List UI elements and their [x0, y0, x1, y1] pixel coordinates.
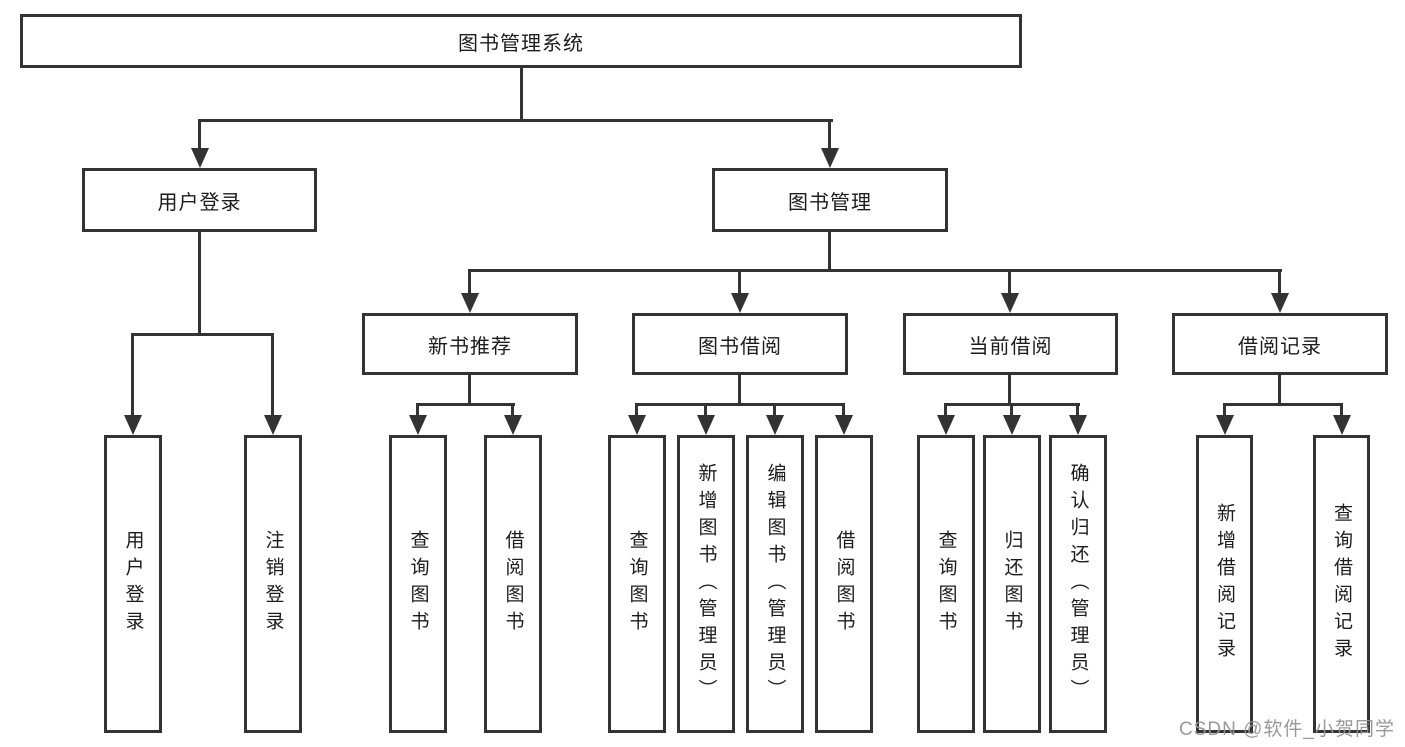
connector-vline	[1010, 403, 1013, 417]
connector-vline	[773, 403, 776, 417]
arrow-down-icon	[821, 148, 839, 168]
connector-vline	[1278, 269, 1281, 295]
connector-hline	[468, 269, 1282, 272]
connector-vline	[198, 119, 201, 150]
connector-vline	[635, 403, 638, 417]
leaf-label-add-borrow-record: 新增借阅记录	[1214, 503, 1235, 665]
arrow-down-icon	[766, 415, 784, 435]
leaf-label-return-books: 归还图书	[1001, 530, 1023, 638]
arrow-down-icon	[697, 415, 715, 435]
connector-vline	[511, 403, 514, 417]
leaf-label-user-login: 用户登录	[122, 530, 144, 638]
arrow-down-icon	[731, 293, 749, 313]
node-box-book-management: 图书管理	[712, 168, 948, 232]
leaf-label-edit-books-admin: 编辑图书（管理员）	[764, 462, 786, 706]
leaf-box-confirm-return-admin: 确认归还（管理员）	[1049, 435, 1107, 733]
arrow-down-icon	[835, 415, 853, 435]
connector-vline	[1076, 403, 1079, 417]
connector-hline	[416, 403, 515, 406]
node-label-user-login: 用户登录	[157, 191, 242, 214]
node-box-new-book-recommend: 新书推荐	[362, 313, 578, 375]
leaf-label-add-books-admin: 新增图书（管理员）	[695, 462, 717, 706]
node-box-borrow-records: 借阅记录	[1172, 313, 1388, 375]
connector-hline	[1223, 403, 1343, 406]
connector-vline	[198, 232, 201, 335]
connector-vline	[944, 403, 947, 417]
connector-vline	[738, 269, 741, 295]
node-box-user-login: 用户登录	[82, 168, 317, 232]
arrow-down-icon	[1333, 415, 1351, 435]
connector-vline	[704, 403, 707, 417]
arrow-down-icon	[504, 415, 522, 435]
connector-vline	[520, 68, 523, 119]
leaf-label-confirm-return-admin: 确认归还（管理员）	[1067, 462, 1089, 706]
leaf-box-edit-books-admin: 编辑图书（管理员）	[746, 435, 804, 733]
connector-vline	[1008, 269, 1011, 295]
arrow-down-icon	[937, 415, 955, 435]
leaf-label-query-books-current: 查询图书	[935, 530, 957, 638]
connector-hline	[635, 403, 845, 406]
connector-vline	[828, 232, 831, 272]
leaf-box-add-borrow-record: 新增借阅记录	[1196, 435, 1253, 733]
arrow-down-icon	[1069, 415, 1087, 435]
connector-hline	[198, 119, 833, 122]
node-label-root: 图书管理系统	[458, 32, 584, 55]
connector-vline	[131, 333, 134, 417]
arrow-down-icon	[628, 415, 646, 435]
leaf-label-borrow-books: 借阅图书	[833, 530, 855, 638]
node-box-current-borrow: 当前借阅	[903, 313, 1118, 375]
leaf-box-query-books-recommend: 查询图书	[389, 435, 447, 733]
connector-vline	[1223, 403, 1226, 417]
arrow-down-icon	[1216, 415, 1234, 435]
node-label-book-borrow: 图书借阅	[698, 335, 782, 358]
arrow-down-icon	[1271, 293, 1289, 313]
leaf-box-borrow-books-recommend: 借阅图书	[484, 435, 542, 733]
leaf-box-add-books-admin: 新增图书（管理员）	[677, 435, 735, 733]
connector-vline	[828, 119, 831, 150]
connector-vline	[1008, 375, 1011, 405]
leaf-box-logout: 注销登录	[244, 435, 302, 733]
node-label-new-book-recommend: 新书推荐	[428, 335, 512, 358]
leaf-box-borrow-books: 借阅图书	[815, 435, 873, 733]
connector-vline	[842, 403, 845, 417]
leaf-label-borrow-books-recommend: 借阅图书	[502, 530, 524, 638]
arrow-down-icon	[264, 415, 282, 435]
arrow-down-icon	[461, 293, 479, 313]
node-label-book-management: 图书管理	[788, 191, 872, 214]
connector-vline	[416, 403, 419, 417]
arrow-down-icon	[409, 415, 427, 435]
leaf-box-query-borrow-record: 查询借阅记录	[1313, 435, 1370, 733]
watermark: CSDN @软件_小贺同学	[1179, 719, 1395, 740]
arrow-down-icon	[1003, 415, 1021, 435]
leaf-label-query-books-recommend: 查询图书	[407, 530, 429, 638]
connector-hline	[131, 333, 274, 336]
arrow-down-icon	[124, 415, 142, 435]
connector-vline	[1340, 403, 1343, 417]
leaf-box-user-login: 用户登录	[104, 435, 162, 733]
arrow-down-icon	[191, 148, 209, 168]
leaf-label-query-borrow-record: 查询借阅记录	[1331, 503, 1352, 665]
leaf-label-logout: 注销登录	[262, 530, 284, 638]
arrow-down-icon	[1001, 293, 1019, 313]
node-box-book-borrow: 图书借阅	[632, 313, 848, 375]
leaf-box-query-books-current: 查询图书	[917, 435, 975, 733]
node-box-root: 图书管理系统	[20, 14, 1022, 68]
node-label-current-borrow: 当前借阅	[968, 335, 1053, 358]
connector-vline	[1278, 375, 1281, 405]
leaf-box-query-books-borrow: 查询图书	[608, 435, 666, 733]
leaf-label-query-books-borrow: 查询图书	[626, 530, 648, 638]
connector-vline	[468, 269, 471, 295]
connector-vline	[271, 333, 274, 417]
connector-vline	[468, 375, 471, 405]
node-label-borrow-records: 借阅记录	[1238, 335, 1322, 358]
leaf-box-return-books: 归还图书	[983, 435, 1041, 733]
connector-vline	[738, 375, 741, 405]
